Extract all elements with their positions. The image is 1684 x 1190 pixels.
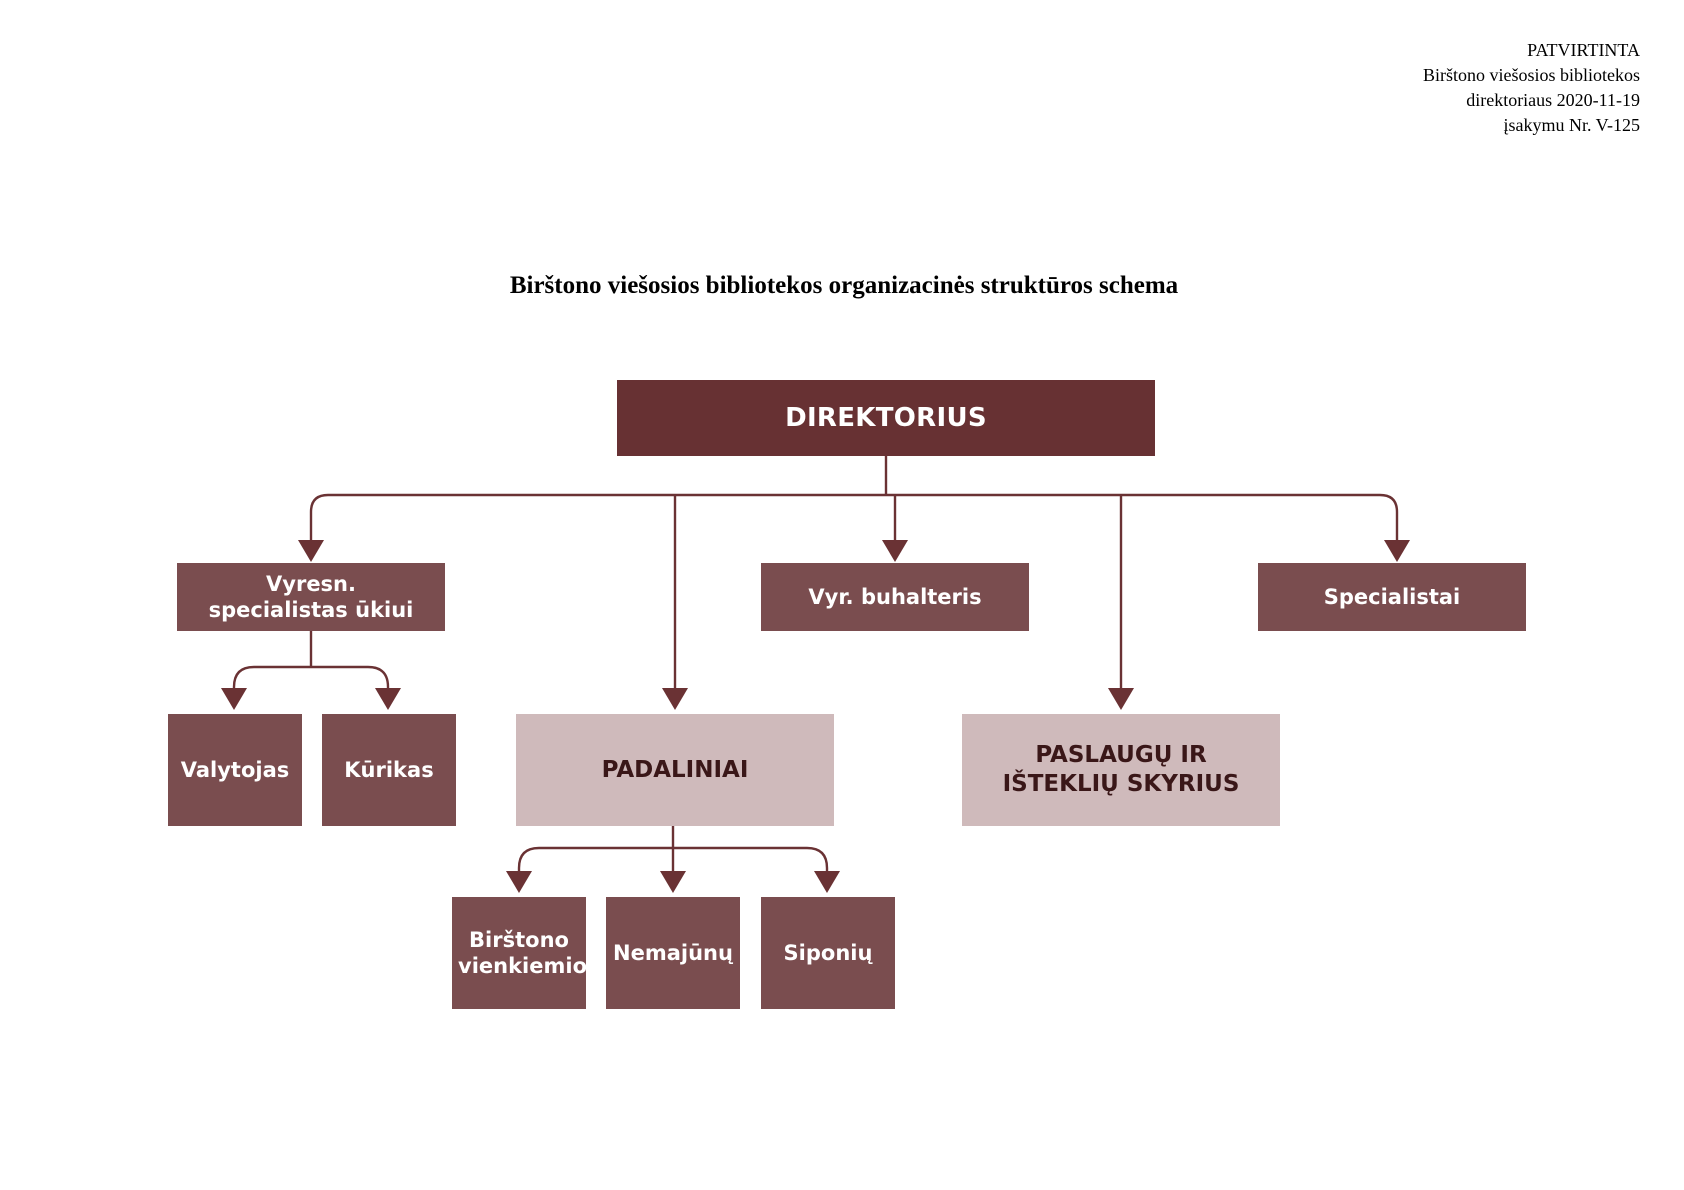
arrow-to-branches (662, 688, 688, 710)
arrow-to-facilities-specialist (298, 540, 324, 562)
arrow-to-stoker (375, 688, 401, 710)
stoker-label: Kūrikas (344, 758, 434, 782)
specialists-box: Specialistai (1258, 563, 1526, 631)
arrow-to-services-department (1108, 688, 1134, 710)
director-box: DIREKTORIUS (617, 380, 1155, 456)
chief-accountant-label: Vyr. buhalteris (808, 585, 982, 609)
arrow-to-branch-siponiu (814, 871, 840, 893)
specialists-label: Specialistai (1323, 585, 1461, 609)
page-title: Birštono viešosios bibliotekos organizac… (509, 272, 1179, 299)
approval-stamp: PATVIRTINTA Birštono viešosios bibliotek… (1423, 38, 1640, 138)
services-department-box: PASLAUGŲ IR IŠTEKLIŲ SKYRIUS (962, 714, 1280, 826)
facilities-specialist-box: Vyresn. specialistas ūkiui (177, 563, 445, 631)
branch-siponiu-label: Siponių (783, 941, 873, 965)
arrow-to-chief-accountant (882, 540, 908, 562)
services-department-label: PASLAUGŲ IR IŠTEKLIŲ SKYRIUS (1002, 742, 1240, 797)
arrow-to-branch-birstono (506, 871, 532, 893)
branch-nemajunu-box: Nemajūnų (606, 897, 740, 1009)
connector-facilities-bus (232, 665, 390, 692)
facilities-specialist-label: Vyresn. specialistas ūkiui (208, 572, 414, 622)
connector-main-bus (309, 493, 1399, 545)
branches-box: PADALINIAI (516, 714, 834, 826)
branch-siponiu-box: Siponių (761, 897, 895, 1009)
branch-nemajunu-label: Nemajūnų (613, 941, 733, 965)
approval-line-1: PATVIRTINTA (1527, 40, 1640, 60)
approval-line-3: direktoriaus 2020-11-19 (1466, 90, 1640, 110)
stoker-box: Kūrikas (322, 714, 456, 826)
arrow-to-specialists (1384, 540, 1410, 562)
connector-branches-bus (517, 846, 829, 873)
director-label: DIREKTORIUS (785, 403, 987, 433)
branches-label: PADALINIAI (601, 756, 749, 783)
branch-birstono-box: Birštono vienkiemio (452, 897, 587, 1009)
arrow-to-branch-nemajunu (660, 871, 686, 893)
cleaner-box: Valytojas (168, 714, 302, 826)
branch-birstono-label: Birštono vienkiemio (458, 928, 587, 978)
chief-accountant-box: Vyr. buhalteris (761, 563, 1029, 631)
arrow-to-cleaner (221, 688, 247, 710)
approval-line-2: Birštono viešosios bibliotekos (1422, 65, 1640, 85)
approval-line-4: įsakymu Nr. V-125 (1503, 115, 1640, 135)
cleaner-label: Valytojas (180, 758, 290, 782)
